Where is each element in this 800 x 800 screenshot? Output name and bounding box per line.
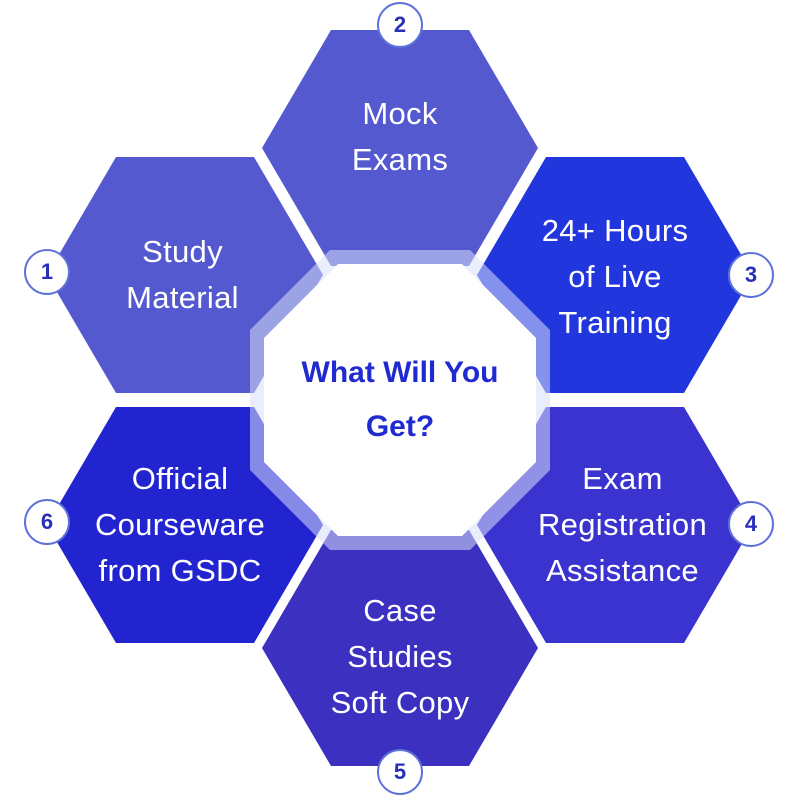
number-badge-6: 6 [24,499,70,545]
center-title: What Will You Get? [301,356,499,443]
center-octagon [264,264,536,536]
number-badge-2: 2 [377,2,423,48]
number-badge-1: 1 [24,249,70,295]
hexagon-5 [262,530,538,766]
number-badge-3: 3 [728,252,774,298]
hexagon-2 [262,30,538,266]
number-badge-5: 5 [377,749,423,795]
number-badge-4: 4 [728,501,774,547]
